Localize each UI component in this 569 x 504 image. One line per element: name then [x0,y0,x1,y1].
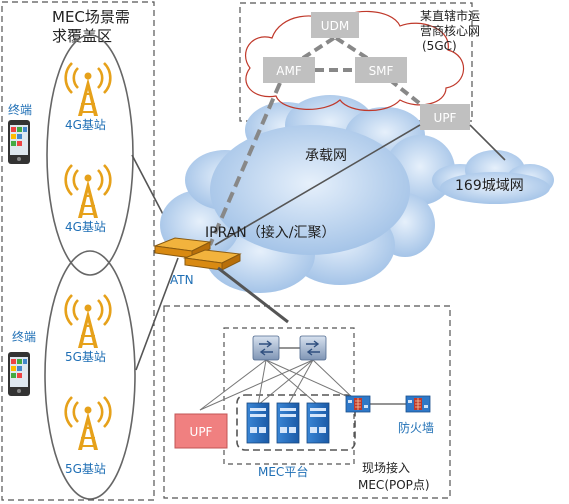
link-line [217,266,289,324]
link-line [312,359,356,401]
link-line [265,359,356,401]
core-cloud-outline [245,10,465,111]
station-label: 5G基站 [65,462,106,476]
onsite-mec-box [163,305,451,499]
metro-label: 169城域网 [455,178,524,194]
core-upf-box [420,104,470,130]
core-title-line3: (5GC) [422,39,457,53]
udm-box [311,12,359,38]
amf-box [263,57,315,83]
coverage-ellipse-4g [46,34,134,276]
firewall-icon [405,395,431,413]
link-line [199,359,267,411]
station-label: 4G基站 [65,118,106,132]
core-title-line1: 某直辖市运 [420,8,480,23]
switch-icon [299,335,327,361]
link-line [214,124,421,246]
server-group-box [236,394,356,451]
core-title-line2: 营商核心网 [420,23,480,38]
link-line [199,359,314,411]
station-label: 5G基站 [65,350,106,364]
onsite-label-line1: 现场接入 [362,460,410,475]
atn-label: ATN [170,273,194,287]
smf-box [355,57,407,83]
coverage-area-box [1,1,155,501]
dashed-link [334,36,372,62]
coverage-title-line1: MEC场景需 [52,8,130,26]
core-upf-label: UPF [434,111,457,125]
dashed-link [298,36,336,62]
tower-icon [64,163,112,220]
station-label: 4G基站 [65,220,106,234]
link-line [469,124,506,161]
dashed-link [388,78,430,112]
dashed-link [208,82,282,246]
server-icon [306,402,330,444]
tower-icon [64,61,112,118]
firewall-label: 防火墙 [398,420,434,435]
terminal-label: 终端 [8,102,32,117]
udm-label: UDM [321,19,349,33]
mec-platform-label: MEC平台 [258,464,308,479]
firewall-icon [345,395,371,413]
onsite-label-line2: MEC(POP点) [358,478,430,492]
site-upf-box [174,413,228,449]
bearer-label: 承载网 [305,148,347,164]
smf-label: SMF [369,64,394,78]
phone-icon [8,352,30,396]
link-line [287,359,314,406]
server-icon [276,402,300,444]
metro-cloud [432,150,554,204]
terminal-label: 终端 [12,329,36,344]
tower-icon [64,395,112,452]
switch-icon [252,335,280,361]
ipran-label: IPRAN（接入/汇聚） [205,224,336,241]
atn-router-icon [153,237,242,271]
phone-icon [8,120,30,164]
link-line [135,257,179,371]
site-upf-label: UPF [190,425,213,439]
server-icon [246,402,270,444]
amf-label: AMF [276,64,302,78]
tower-icon [64,293,112,350]
link-line [265,359,319,406]
coverage-ellipse-5g [44,250,136,500]
link-line [257,359,314,406]
coverage-title-line2: 求覆盖区 [52,27,112,45]
